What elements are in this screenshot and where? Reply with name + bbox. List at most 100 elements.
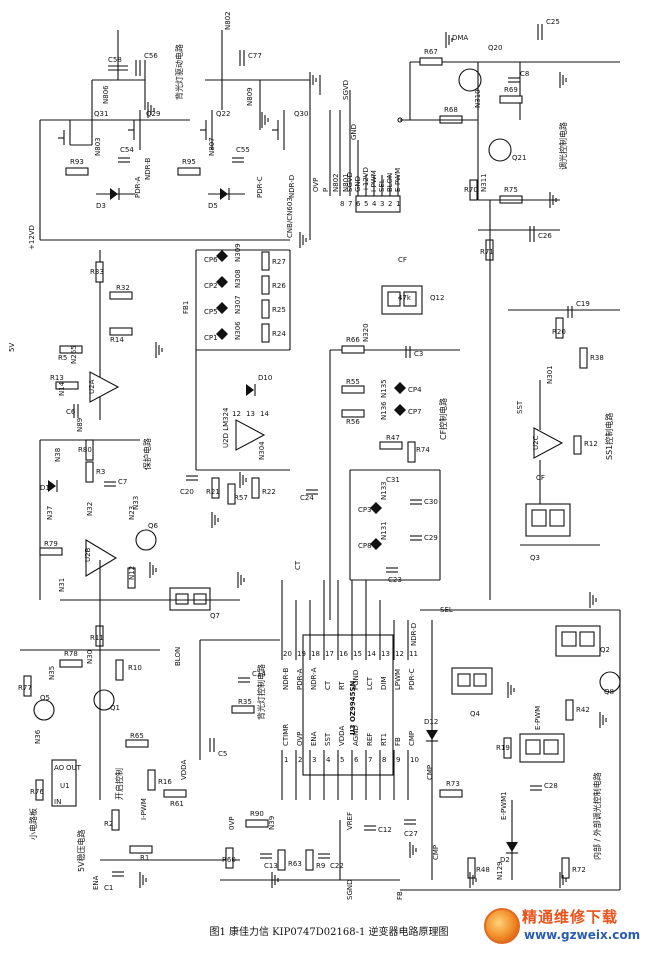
transistor-q7 xyxy=(169,587,211,611)
transistor-ref: Q3 xyxy=(530,554,540,562)
ic-pin-label-ndr-d: NDR-D xyxy=(410,623,418,646)
opamp-label: U2B xyxy=(84,547,92,562)
capacitor-c5 xyxy=(209,738,215,752)
ic-pin-number: 10 xyxy=(410,756,419,764)
ground-icon xyxy=(409,842,417,858)
node-ref: N14 xyxy=(58,381,66,396)
capacitor-c77 xyxy=(239,50,245,66)
resistor-ref: R73 xyxy=(446,780,460,788)
magnifier-logo-icon xyxy=(484,908,520,944)
resistor-r42 xyxy=(565,699,574,721)
resistor-ref: R77 xyxy=(18,684,32,692)
resistor-r47 xyxy=(379,441,403,450)
resistor-r2 xyxy=(111,809,120,831)
opamp-u2b xyxy=(85,539,118,577)
resistor-ref: R57 xyxy=(234,494,248,502)
ic-u3-oz9945sn xyxy=(281,580,409,800)
cp-capacitor-ref: CP7 xyxy=(408,408,422,416)
resistor-r3 xyxy=(85,461,94,483)
resistor-r21 xyxy=(211,477,220,499)
node-ref: N809 xyxy=(246,87,254,106)
capacitor-c13 xyxy=(260,853,272,859)
transistor-ref: Q31 xyxy=(94,110,108,118)
capacitor-ref: C22 xyxy=(330,862,344,870)
resistor-ref: R95 xyxy=(182,158,196,166)
connector-pin-number: 1 xyxy=(396,200,400,208)
capacitor-ref: C8 xyxy=(520,70,529,78)
ss1-control-section xyxy=(508,306,620,546)
connector-name: CNB/CN603 xyxy=(286,197,294,238)
connector-side-label: N802 xyxy=(332,173,340,192)
resistor-ref: R93 xyxy=(70,158,84,166)
net-label: +12VD xyxy=(28,225,36,250)
title-backlight-control: 背光灯控制电路 xyxy=(256,664,266,720)
misc-label: AO xyxy=(54,764,65,772)
misc-label: FB1 xyxy=(182,301,190,314)
node-ref: N308 xyxy=(234,269,242,288)
capacitor-c3 xyxy=(405,346,411,358)
node-ref: N320 xyxy=(362,323,370,342)
capacitor-ref: C13 xyxy=(264,862,278,870)
title-protection: 保护电路 xyxy=(142,438,152,470)
net-label: I-PWM xyxy=(140,798,148,820)
capacitor-c1 xyxy=(112,871,124,877)
resistor-r73 xyxy=(439,789,463,798)
cp-cap-cp1 xyxy=(216,328,228,340)
watermark-title: 精通维修下载 xyxy=(522,908,619,926)
net-label: GND xyxy=(350,124,358,140)
ic-u2d-pin: 12 xyxy=(232,410,241,418)
connector-pin-number: 3 xyxy=(380,200,384,208)
resistor-ref: R2 xyxy=(104,820,113,828)
ground-icon xyxy=(211,512,219,528)
ic-pin-number: 13 xyxy=(381,650,390,658)
node-ref: N806 xyxy=(102,85,110,104)
title-onoff-control: 开启控制 xyxy=(114,768,124,800)
diode-ref: D3 xyxy=(96,202,106,210)
resistor-r93 xyxy=(65,167,89,176)
capacitor-ref: C28 xyxy=(544,782,558,790)
resistor-ref: R55 xyxy=(346,378,360,386)
resistor-r61 xyxy=(163,789,187,798)
resistor-ref: R67 xyxy=(424,48,438,56)
capacitor-c56 xyxy=(135,60,141,76)
ic-pin-label: LPWM xyxy=(394,669,402,690)
misc-label: IN xyxy=(54,798,61,806)
net-label: SGND xyxy=(346,880,354,901)
ground-icon xyxy=(271,872,279,888)
diode-d10 xyxy=(246,384,256,396)
ic-pin-label: PGND xyxy=(352,670,360,690)
connector-pin-number: 2 xyxy=(388,200,392,208)
capacitor-c22 xyxy=(318,853,330,859)
resistor-ref: R22 xyxy=(262,488,276,496)
ic-pin-number: 5 xyxy=(340,756,344,764)
capacitor-ref: C12 xyxy=(378,826,392,834)
resistor-ref: R80 xyxy=(78,446,92,454)
ic-u2d-pin: 14 xyxy=(260,410,269,418)
resistor-ref: R19 xyxy=(496,744,510,752)
capacitor-ref: C3 xyxy=(414,350,423,358)
int-ext-dimming-section xyxy=(400,609,621,891)
opamp-u2c xyxy=(533,427,564,459)
resistor-ref: R21 xyxy=(206,488,220,496)
transistor-ref: Q2 xyxy=(600,646,610,654)
watermark-url: www.gzweix.com xyxy=(524,928,641,942)
cp-cap-cp8 xyxy=(370,538,382,550)
node-ref: N12 xyxy=(128,566,136,580)
capacitor-ref: C31 xyxy=(386,476,400,484)
node-ref: N89 xyxy=(76,418,84,432)
transistor-ref: Q5 xyxy=(40,694,50,702)
ic-pin-number: 12 xyxy=(395,650,404,658)
resistor-ref: R69 xyxy=(504,86,518,94)
diode-d3 xyxy=(96,188,135,200)
resistor-ref: R78 xyxy=(64,650,78,658)
resistor-ref: R10 xyxy=(128,664,142,672)
capacitor-c12 xyxy=(364,825,376,831)
capacitor-ref: C7 xyxy=(118,478,127,486)
ic-u3-body xyxy=(302,634,394,776)
resistor-ref: R75 xyxy=(504,186,518,194)
ic-pin-label: PDR-C xyxy=(408,668,416,690)
resistor-ref: R79 xyxy=(44,540,58,548)
ic-pin-number: 16 xyxy=(339,650,348,658)
ic-pin-number: 8 xyxy=(382,756,386,764)
